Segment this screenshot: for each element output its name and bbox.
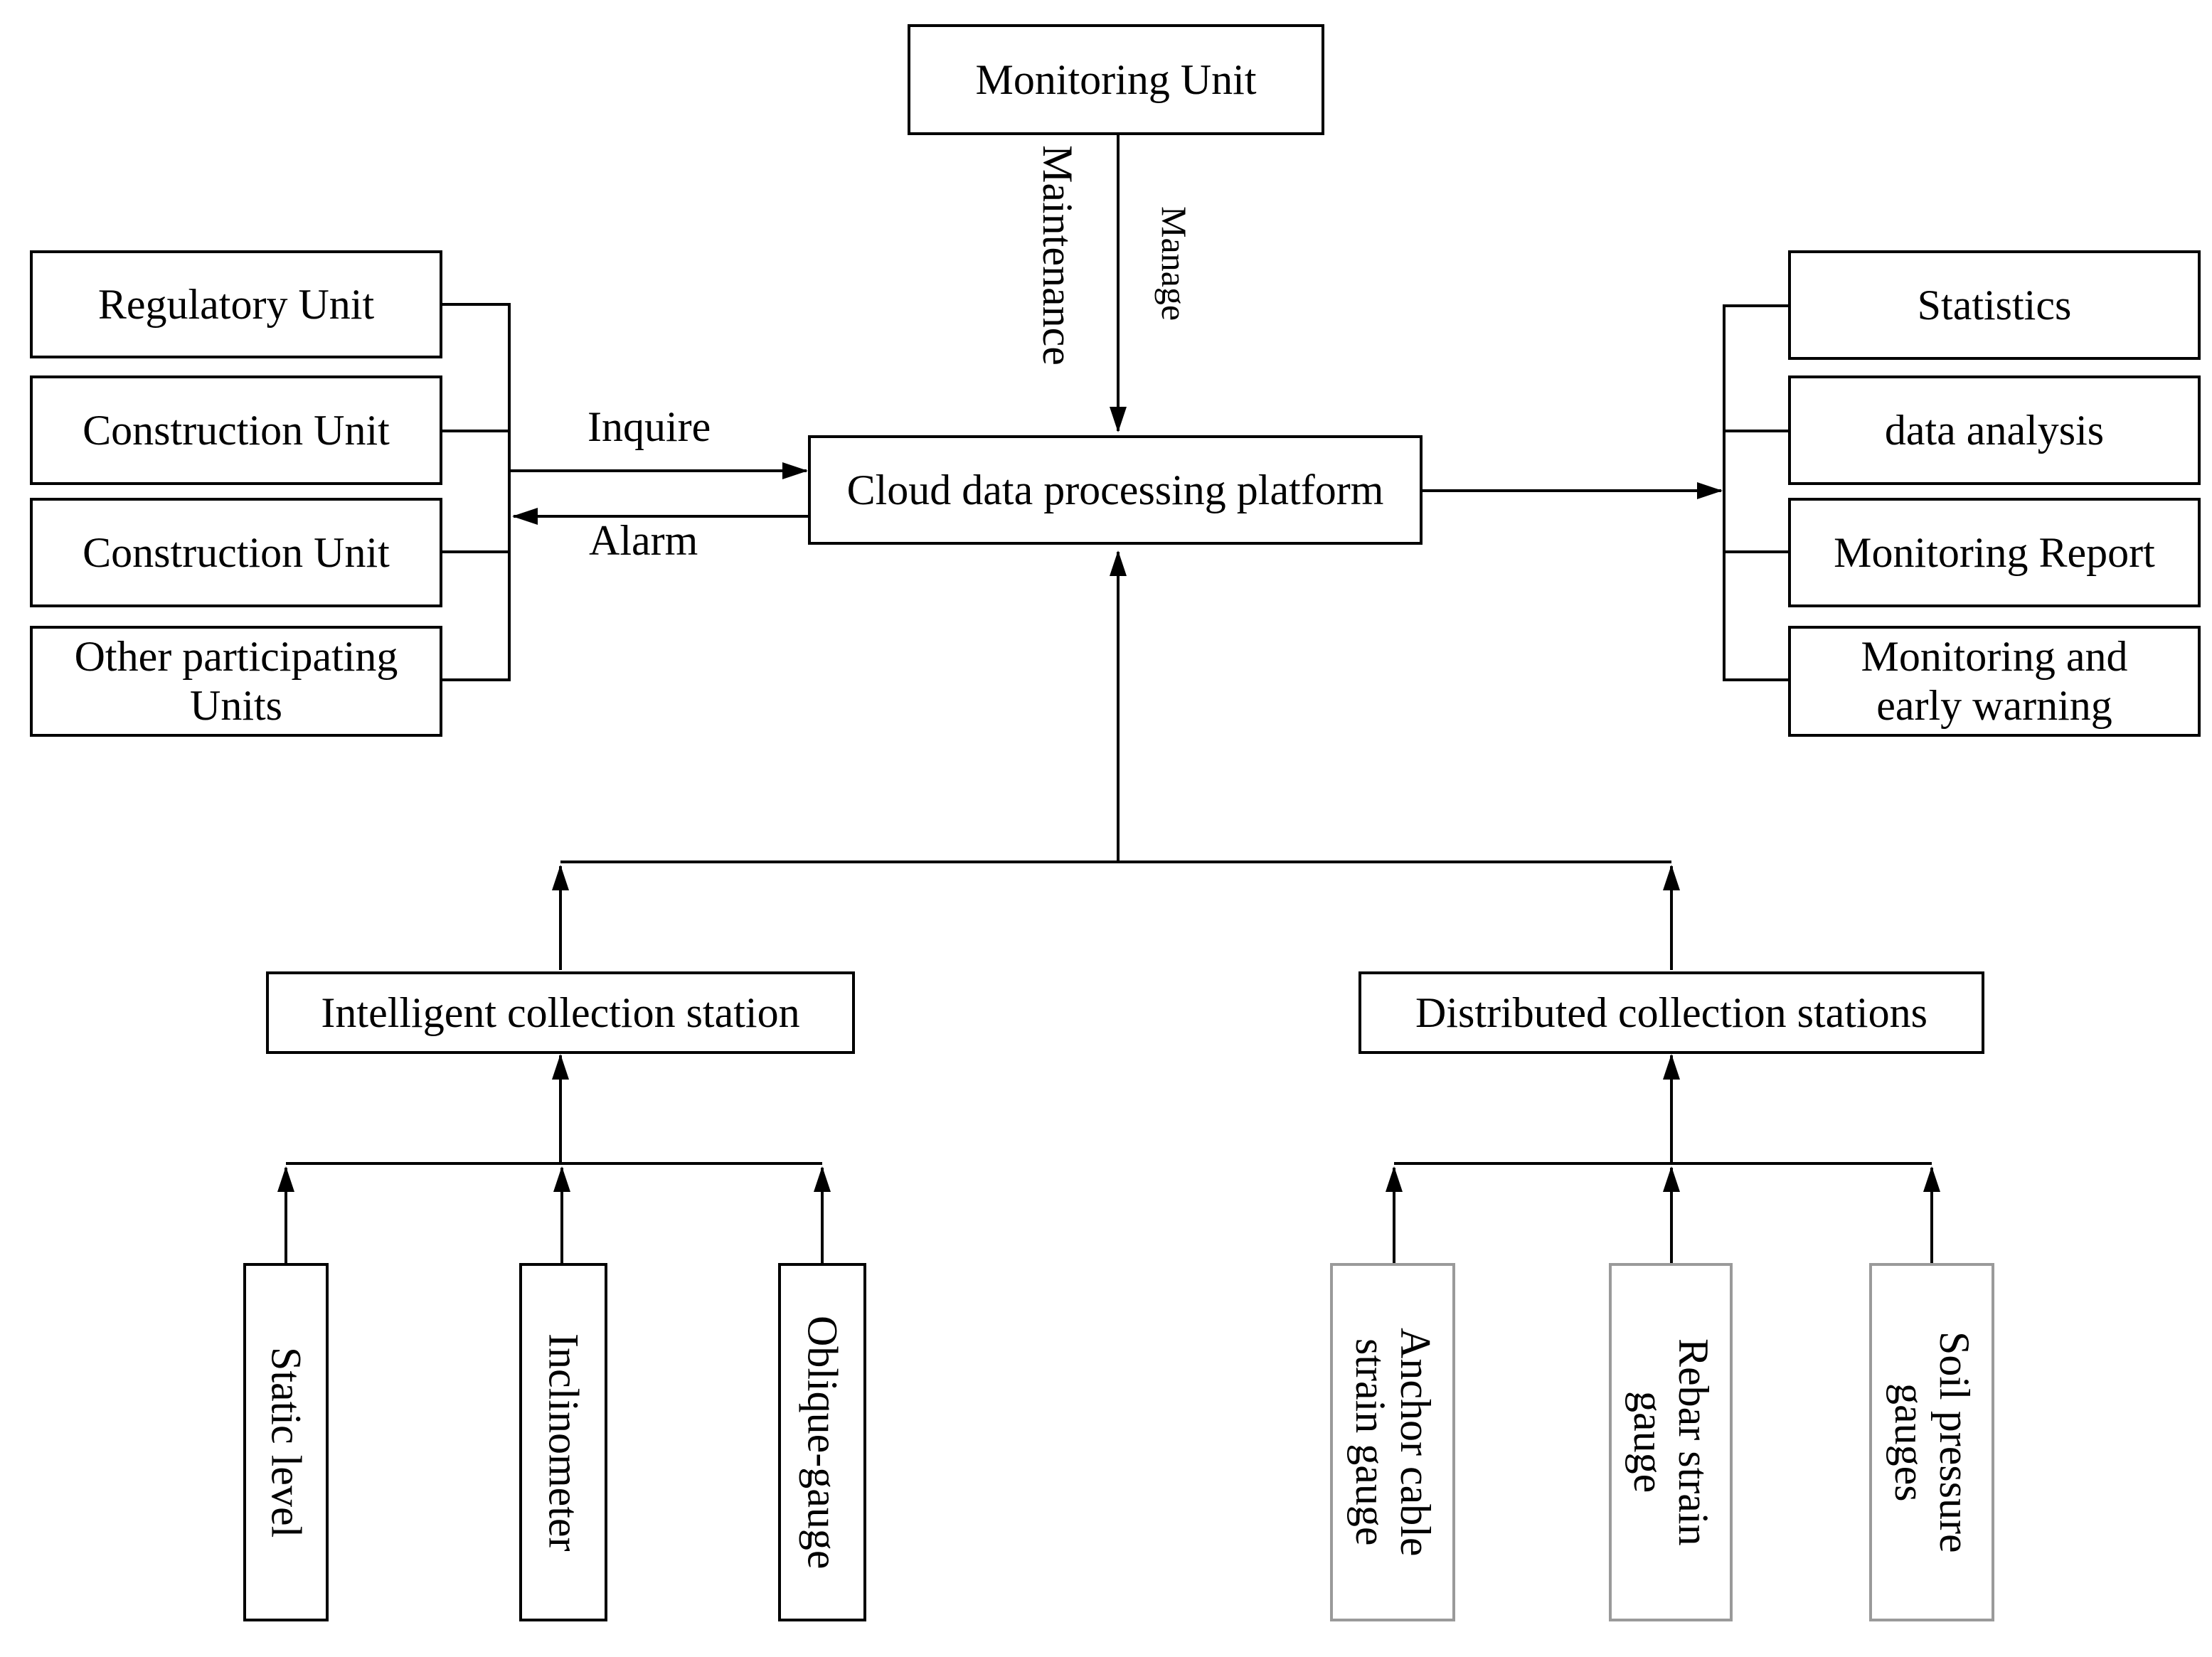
construction-unit-box: Construction Unit — [30, 375, 442, 485]
construction-unit-box-2: Construction Unit — [30, 498, 442, 607]
early-warning-box: Monitoring and early warning — [1788, 626, 2201, 737]
cloud-platform-box: Cloud data processing platform — [808, 435, 1423, 545]
rebar-gauge-label: Rebar strain gauge — [1625, 1338, 1717, 1546]
regulatory-unit-box: Regulatory Unit — [30, 250, 442, 358]
anchor-cable-gauge-label: Anchor cable strain gauge — [1347, 1328, 1439, 1557]
intelligent-station-box: Intelligent collection station — [266, 971, 855, 1054]
inquire-label: Inquire — [587, 403, 711, 450]
inclinometer-box: Inclinometer — [519, 1263, 607, 1621]
right-outputs-bracket — [1723, 304, 1788, 681]
soil-pressure-gauge-box: Soil pressure gauges — [1869, 1263, 1994, 1621]
oblique-gauge-box: Oblique-gauge — [778, 1263, 866, 1621]
monitoring-unit-box: Monitoring Unit — [908, 24, 1324, 135]
monitoring-report-box: Monitoring Report — [1788, 498, 2201, 607]
anchor-cable-gauge-box: Anchor cable strain gauge — [1330, 1263, 1455, 1621]
maintenance-label: Maintenance — [1034, 145, 1081, 366]
soil-pressure-gauge-label: Soil pressure gauges — [1886, 1331, 1978, 1553]
distributed-station-box: Distributed collection stations — [1358, 971, 1984, 1054]
left-units-bracket — [442, 303, 511, 681]
other-units-box: Other participating Units — [30, 626, 442, 737]
oblique-gauge-label: Oblique-gauge — [799, 1315, 846, 1570]
statistics-box: Statistics — [1788, 250, 2201, 360]
static-level-label: Static level — [262, 1346, 310, 1538]
inclinometer-label: Inclinometer — [540, 1333, 587, 1552]
alarm-label: Alarm — [589, 517, 698, 564]
rebar-gauge-box: Rebar strain gauge — [1609, 1263, 1733, 1621]
static-level-box: Static level — [243, 1263, 329, 1621]
manage-label: Manage — [1154, 206, 1194, 321]
data-analysis-box: data analysis — [1788, 375, 2201, 485]
